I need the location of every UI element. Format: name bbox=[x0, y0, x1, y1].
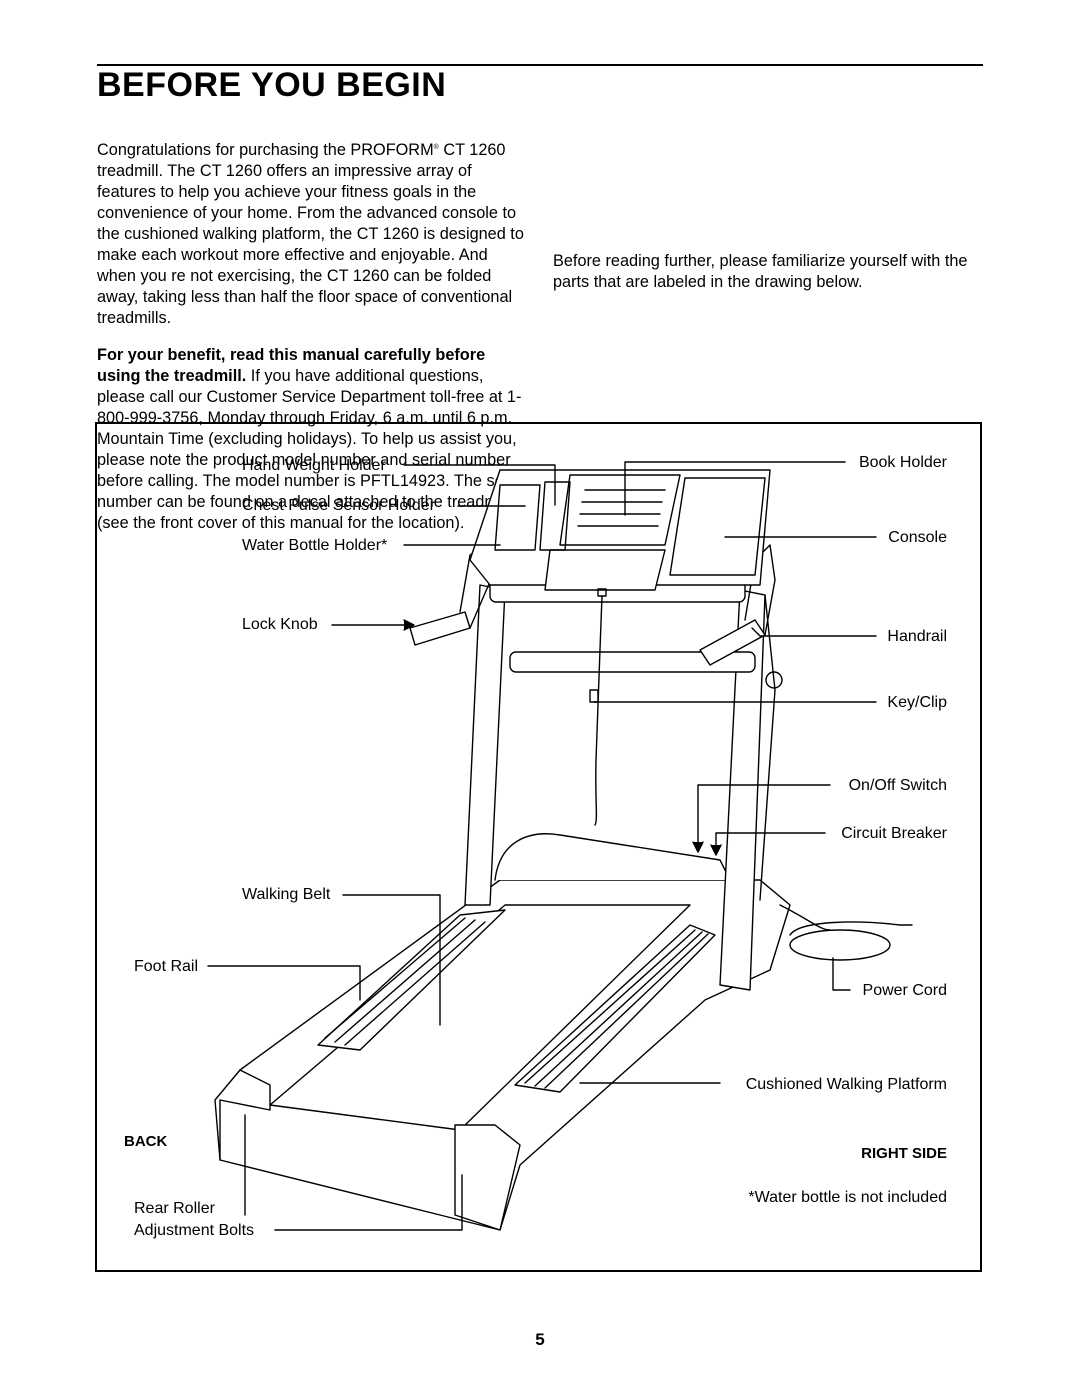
intro-p1-end: CT 1260 treadmill. The CT 1260 offers an… bbox=[97, 141, 524, 327]
label-on-off-switch: On/Off Switch bbox=[848, 777, 947, 794]
console-body bbox=[469, 469, 771, 586]
intro-p2-rest: If you have additional questions, please… bbox=[97, 367, 526, 532]
label-cushioned-walking-platform: Cushioned Walking Platform bbox=[745, 1076, 947, 1093]
label-right-side: RIGHT SIDE bbox=[861, 1145, 947, 1162]
label-walking-belt: Walking Belt bbox=[242, 886, 331, 903]
intro-p2-bold: For your benefit, read this manual caref… bbox=[97, 346, 486, 385]
label-book-holder: Book Holder bbox=[858, 454, 947, 471]
registered-mark: ® bbox=[433, 144, 439, 151]
intro-right-column: Before reading further, please familiari… bbox=[553, 137, 985, 309]
label-key-clip: Key/Clip bbox=[887, 694, 947, 711]
intro-paragraph-2-start: For your benefit, read this manual caref… bbox=[97, 345, 529, 534]
parts-diagram-frame bbox=[95, 422, 982, 1272]
label-water-bottle-holder: Water Bottle Holder* bbox=[242, 537, 388, 554]
water-bottle-footnote: *Water bottle is not included bbox=[748, 1189, 947, 1206]
label-hand-weight-holder: Hand Weight Holder bbox=[242, 457, 386, 474]
intro-paragraph-3: Before reading further, please familiari… bbox=[553, 252, 968, 291]
label-chest-pulse-sensor-holder: Chest Pulse Sensor Holder bbox=[242, 497, 435, 514]
page-title: BEFORE YOU BEGIN bbox=[97, 66, 447, 104]
label-back: BACK bbox=[124, 1133, 168, 1150]
title-rule bbox=[97, 64, 983, 66]
page-number: 5 bbox=[535, 1330, 545, 1349]
label-foot-rail: Foot Rail bbox=[134, 958, 199, 975]
intro-p1-start: Congratulations for purchasing the PROFO… bbox=[97, 141, 434, 159]
label-handrail: Handrail bbox=[887, 628, 947, 645]
intro-left-column: Congratulations for purchasing the PROFO… bbox=[97, 137, 529, 550]
label-power-cord: Power Cord bbox=[862, 982, 947, 999]
left-upright bbox=[464, 584, 506, 906]
intro-paragraph-1: Congratulations for purchasing the PROFO… bbox=[97, 137, 529, 329]
label-lock-knob: Lock Knob bbox=[242, 616, 318, 633]
label-console: Console bbox=[888, 529, 947, 546]
label-adjustment-bolts: Adjustment Bolts bbox=[134, 1222, 255, 1239]
label-rear-roller: Rear Roller bbox=[134, 1200, 215, 1217]
motor-hood bbox=[494, 833, 731, 881]
left-handrail bbox=[409, 611, 471, 646]
label-circuit-breaker: Circuit Breaker bbox=[841, 825, 947, 842]
